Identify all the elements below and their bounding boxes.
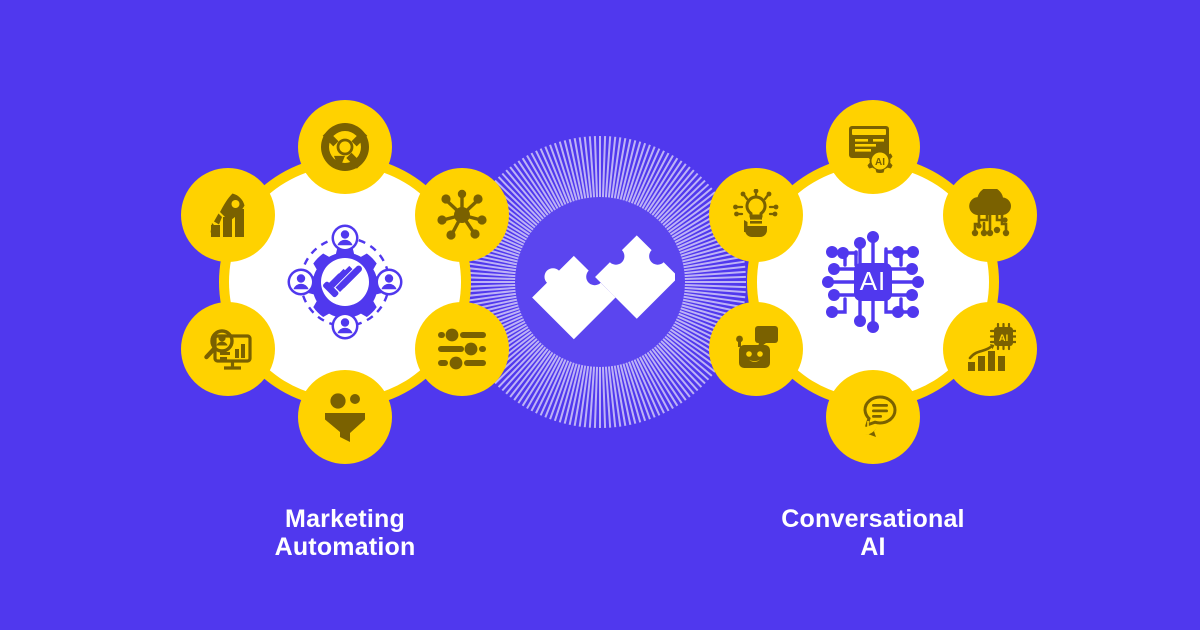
rocket-growth-chart-icon (202, 189, 254, 241)
node-ai-document[interactable]: AI (826, 100, 920, 194)
node-lead-funnel[interactable] (298, 370, 392, 464)
node-sliders[interactable] (415, 302, 509, 396)
network-nodes-icon (436, 189, 488, 241)
puzzle-pieces-icon (525, 207, 679, 357)
svg-text:AI: AI (860, 266, 887, 296)
label-line-1: Marketing (285, 505, 405, 533)
label-marketing-automation: Marketing Automation (175, 505, 515, 561)
lead-funnel-icon (319, 391, 371, 443)
node-growth[interactable] (181, 168, 275, 262)
hub-icon-conversational-ai: AI (808, 217, 938, 347)
label-line-2: AI (860, 533, 886, 561)
chatbot-robot-icon (730, 323, 782, 375)
svg-text:AI: AI (875, 157, 885, 168)
ai-idea-hand-bulb-icon (730, 189, 782, 241)
node-network[interactable] (415, 168, 509, 262)
node-ai-chat[interactable]: AI (826, 370, 920, 464)
node-ai-idea[interactable] (709, 168, 803, 262)
label-line-1: Conversational (781, 505, 965, 533)
support-lifebuoy-icon (319, 121, 371, 173)
ai-cloud-icon (964, 189, 1016, 241)
label-conversational-ai: Conversational AI (703, 505, 1043, 561)
node-support-lifebuoy[interactable] (298, 100, 392, 194)
hub-icon-marketing-automation (280, 217, 410, 347)
ai-document-gear-icon: AI (847, 121, 899, 173)
svg-text:AI: AI (999, 333, 1009, 344)
svg-text:AI: AI (859, 420, 870, 432)
node-chatbot[interactable] (709, 302, 803, 396)
node-analytics[interactable] (181, 302, 275, 396)
node-ai-growth[interactable]: AI (943, 302, 1037, 396)
node-ai-cloud[interactable] (943, 168, 1037, 262)
ai-chip-growth-chart-icon: AI (964, 323, 1016, 375)
sliders-settings-icon (436, 323, 488, 375)
analytics-monitor-icon (202, 323, 254, 375)
label-line-2: Automation (274, 533, 416, 561)
ai-chat-bubbles-icon: AI (847, 391, 899, 443)
